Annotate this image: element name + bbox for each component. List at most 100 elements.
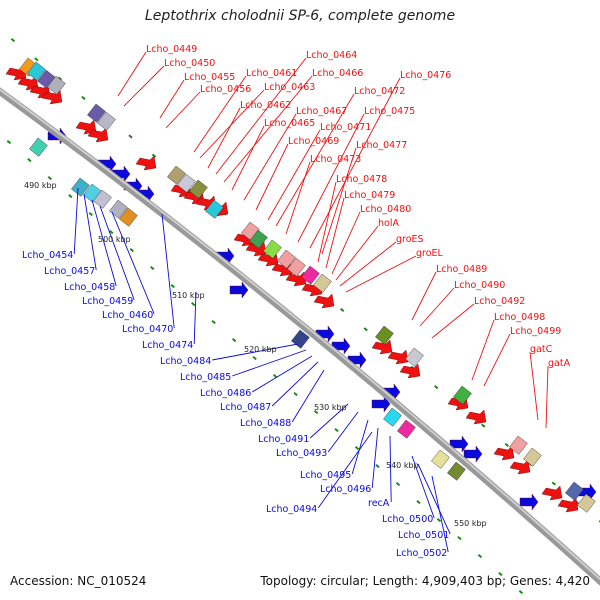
gene-block (109, 199, 128, 219)
gene-block (29, 137, 48, 157)
reverse-gene-label: Lcho_0459 (82, 296, 133, 307)
forward-gene-label: Lcho_0480 (360, 204, 411, 215)
reverse-gene-label: Lcho_0460 (102, 310, 153, 321)
leader-line (335, 225, 379, 281)
gene-block (47, 75, 66, 95)
leader-line (285, 161, 311, 235)
forward-gene-label: Lcho_0463 (264, 82, 315, 93)
leader-line (223, 75, 313, 183)
leader-line (231, 125, 265, 191)
gene-block (397, 419, 416, 439)
forward-gene-label: Lcho_0464 (306, 50, 357, 61)
reverse-gene-label: Lcho_0457 (44, 266, 95, 277)
leader-line (331, 211, 361, 275)
reverse-gene-label: Lcho_0495 (300, 470, 351, 481)
reverse-gene-label: Lcho_0470 (122, 324, 173, 335)
tick-dash (81, 95, 86, 100)
forward-gene-arrow (387, 349, 409, 365)
leader-line (159, 79, 185, 119)
reverse-gene-label: Lcho_0486 (200, 388, 251, 399)
forward-gene-label: Lcho_0467 (296, 106, 347, 117)
leader-line (345, 255, 417, 293)
genome-backbone-highlight (0, 88, 600, 581)
reverse-gene-label: Lcho_0494 (266, 504, 317, 515)
tick-dash (375, 463, 380, 469)
forward-gene-arrow (135, 155, 157, 171)
gene-block (87, 103, 106, 123)
accession-text: Accession: NC_010524 (10, 574, 147, 588)
reverse-gene-label: Lcho_0491 (258, 434, 309, 445)
forward-gene-label: holA (378, 218, 399, 229)
topology-text: Topology: circular; Length: 4,909,403 bp… (260, 574, 590, 588)
forward-gene-label: Lcho_0473 (310, 154, 361, 165)
forward-gene-label: Lcho_0450 (164, 58, 215, 69)
forward-gene-label: gatA (548, 358, 571, 369)
leader-line (161, 213, 175, 329)
leader-line (545, 365, 549, 429)
tick-dash (211, 320, 216, 325)
leader-line (483, 333, 511, 387)
leader-line (389, 435, 392, 503)
leader-line (83, 193, 97, 271)
forward-gene-arrow (509, 459, 531, 475)
forward-gene-label: Lcho_0455 (184, 72, 235, 83)
leader-line (275, 93, 355, 227)
tick-dash (170, 284, 175, 289)
forward-gene-arrow (557, 497, 579, 513)
reverse-gene-label: Lcho_0488 (240, 418, 291, 429)
leader-line (111, 211, 155, 315)
scale-tick-label: 490 kbp (24, 181, 57, 190)
tick-dash (27, 158, 32, 163)
gene-block (277, 249, 296, 269)
forward-gene-label: Lcho_0489 (436, 264, 487, 275)
leader-line (215, 57, 307, 175)
leader-line (73, 187, 79, 255)
gene-block (189, 179, 208, 199)
forward-gene-arrow (371, 339, 393, 355)
leader-line (309, 77, 401, 249)
tick-dash (6, 140, 12, 145)
forward-gene-label: Lcho_0462 (240, 100, 291, 111)
forward-gene-label: groES (396, 234, 424, 245)
gene-block (447, 461, 466, 481)
forward-gene-arrow (313, 293, 335, 309)
scale-tick-label: 520 kbp (244, 345, 277, 354)
scale-tick-label: 510 kbp (172, 291, 205, 300)
tick-dash (395, 482, 401, 487)
leader-line (193, 291, 197, 345)
reverse-gene-arrow (463, 445, 483, 463)
tick-dash (551, 481, 557, 486)
label-leaders (73, 51, 549, 553)
reverse-gene-label: Lcho_0487 (220, 402, 271, 413)
tick-dash (231, 338, 237, 343)
leader-line (255, 143, 289, 211)
feature-labels: Lcho_0449Lcho_0450Lcho_0455Lcho_0456Lcho… (22, 44, 571, 559)
gene-block (177, 173, 196, 193)
tick-dash (354, 446, 360, 451)
tick-dash (57, 76, 63, 81)
forward-gene-label: Lcho_0466 (312, 68, 363, 79)
forward-gene-label: Lcho_0478 (336, 174, 387, 185)
forward-gene-label: Lcho_0475 (364, 106, 415, 117)
tick-dash (34, 57, 39, 62)
tick-dash (88, 212, 93, 217)
forward-gene-label: Lcho_0499 (510, 326, 561, 337)
leader-line (243, 113, 297, 201)
leader-line (417, 463, 451, 535)
tick-dash (434, 385, 439, 390)
gene-block (375, 325, 394, 345)
tick-dash (363, 327, 368, 332)
gene-block (27, 61, 46, 81)
gene-block (313, 273, 332, 293)
leader-line (232, 349, 307, 377)
leader-line (199, 89, 265, 159)
leader-line (317, 431, 373, 509)
tick-dash (436, 518, 442, 523)
leader-line (529, 351, 539, 421)
reverse-gene-label: Lcho_0454 (22, 250, 73, 261)
tick-dash (518, 590, 524, 595)
leader-line (325, 197, 345, 269)
gene-block (119, 207, 138, 227)
tick-dash (68, 194, 73, 199)
tick-dash (293, 392, 298, 397)
